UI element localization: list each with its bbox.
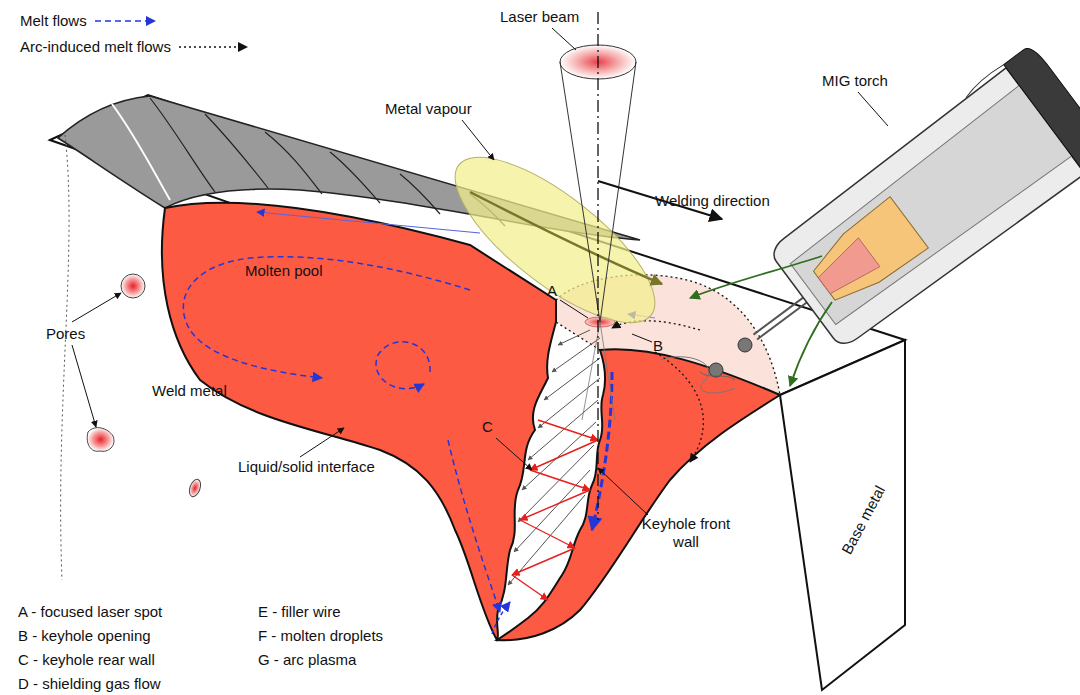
legend-text: Melt flows [20, 12, 87, 30]
leader-line [552, 28, 576, 50]
reflection-ray [518, 445, 594, 522]
molten-droplet [709, 363, 723, 377]
interface-label: Liquid/solid interface [238, 458, 375, 476]
leader-line [300, 428, 344, 457]
leader-line [560, 300, 588, 318]
pore [121, 274, 145, 298]
vapour-flow-arrow [470, 192, 662, 284]
melt-flow-arrow [257, 212, 480, 233]
bead-ripple [400, 174, 440, 214]
beam-edge [560, 62, 600, 322]
reflection-ray [512, 575, 548, 600]
leader-line [632, 334, 652, 342]
beam-axis [597, 12, 598, 520]
beam-reflections [508, 330, 600, 600]
torch-label: MIG torch [822, 72, 888, 90]
melt-flow-arrow [183, 257, 470, 378]
melt-flow-arrow [448, 440, 500, 612]
beam-label: Laser beam [500, 8, 579, 26]
key-entry: B - keyhole opening [18, 627, 151, 645]
torch-cap [1004, 44, 1080, 177]
leader-line [598, 468, 648, 515]
reflection-ray [552, 338, 600, 372]
weld-metal-label: Weld metal [152, 382, 227, 400]
bead-ripple [150, 98, 215, 192]
mig-torch [713, 43, 1080, 393]
key-entry: E - filler wire [258, 603, 341, 621]
legend-entry: Arc-induced melt flows [20, 38, 255, 56]
pore [87, 428, 114, 452]
callout-letter: C [482, 418, 493, 436]
direction-label: Welding direction [655, 192, 770, 210]
key-entry: A - focused laser spot [18, 603, 162, 621]
legend-sample [177, 40, 255, 54]
side-face [780, 340, 905, 690]
callout-letter: B [653, 337, 663, 355]
key-entry: F - molten droplets [258, 627, 383, 645]
contact-tip [805, 197, 928, 312]
leader-line [858, 92, 888, 126]
shielding-gas-arrow [790, 302, 832, 386]
key-entry: G - arc plasma [258, 651, 356, 669]
pores-label: Pores [46, 325, 85, 343]
bead-ripple [205, 114, 268, 188]
metal-vapour-plume [432, 130, 678, 350]
molten-pool [162, 203, 556, 640]
legend-arrow [179, 46, 247, 48]
shielding-gas-arrow [690, 256, 822, 298]
torch-edge [963, 64, 1006, 98]
vapour-label: Metal vapour [385, 100, 472, 118]
pore [187, 478, 203, 498]
pool-label: Molten pool [245, 262, 323, 280]
front-wall-label: Keyhole front wall [630, 515, 742, 551]
leader-lines [300, 28, 888, 515]
bead-ripple [112, 104, 170, 200]
fusion-line [61, 135, 69, 580]
reflection-ray [558, 330, 590, 345]
key-entry: C - keyhole rear wall [18, 651, 155, 669]
legend-text: Arc-induced melt flows [20, 38, 171, 56]
leader-line [496, 438, 532, 470]
leader-line [72, 293, 121, 322]
surface-ripple [660, 357, 735, 393]
reflection-ray [520, 490, 590, 520]
callout-letter: A [547, 282, 557, 300]
keyhole-front-wall [497, 349, 780, 640]
melt-flow-arrow [376, 342, 430, 389]
melt-flow-arrow [492, 602, 510, 634]
legend-sample [93, 14, 163, 28]
reflection-ray [538, 378, 600, 428]
reflection-ray [522, 422, 596, 490]
surface-ripple [700, 372, 735, 380]
melt-flow-arrow [592, 372, 612, 530]
bead-ripple [265, 132, 322, 194]
legend-arrow [95, 20, 155, 22]
reflection-ray [538, 420, 598, 440]
leader-line [72, 345, 96, 427]
beam-edge [600, 322, 615, 420]
reflection-ray [530, 440, 598, 470]
reflection-ray [530, 470, 590, 490]
reflection-ray [544, 358, 600, 400]
workpiece-block [50, 95, 905, 695]
laser-beam [560, 12, 636, 520]
torch-nozzle [766, 68, 1080, 353]
contact-tip-core [813, 238, 879, 300]
beam-edge [582, 322, 600, 420]
molten-droplet [738, 338, 752, 352]
legend-entry: Melt flows [20, 12, 163, 30]
key-entry: D - shielding gas flow [18, 675, 161, 693]
torch-inner [787, 85, 1072, 329]
reflection-ray [512, 548, 575, 575]
arc-flow-arrow [655, 352, 703, 462]
leader-line [462, 120, 494, 160]
reflection-ray [514, 470, 590, 552]
reflection-ray [520, 520, 575, 548]
bead-ripple [330, 152, 380, 203]
